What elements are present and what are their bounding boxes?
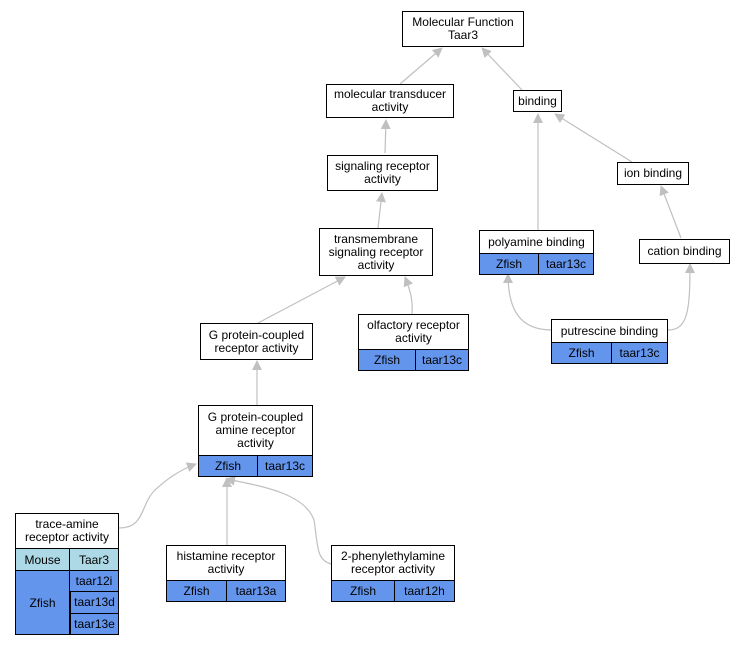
edge-trace-to-gpcamine [118, 462, 197, 529]
gene-cell: taar12i [70, 571, 118, 592]
node-histamine-receptor-activity[interactable]: histamine receptor activity Zfish taar13… [166, 545, 286, 602]
node-g-protein-coupled-amine-receptor-activity-title: G protein-coupled amine receptor activit… [207, 410, 304, 450]
node-putrescine-binding-annotation-row: Zfish taar13c [552, 342, 667, 363]
species-cell: Zfish [332, 581, 394, 601]
gene-cell: taar13e [70, 612, 118, 634]
node-histamine-receptor-activity-annotation-row: Zfish taar13a [167, 580, 285, 601]
edge-tmsra-to-sra [376, 192, 386, 229]
node-polyamine-binding[interactable]: polyamine binding Zfish taar13c [479, 230, 594, 275]
gene-list: taar12i taar13d taar13e [69, 571, 118, 634]
edge-putrescine-to-polyamine [503, 273, 553, 331]
node-cation-binding-title: cation binding [647, 244, 722, 258]
node-trace-amine-receptor-activity[interactable]: trace-amine receptor activity Mouse Taar… [15, 513, 119, 635]
species-cell: Zfish [199, 456, 257, 476]
node-binding-title: binding [518, 93, 557, 108]
edge-putrescine-to-cation [667, 263, 695, 331]
node-signaling-receptor-activity-title: signaling receptor activity [335, 159, 430, 186]
node-transmembrane-signaling-receptor-activity-title: transmembrane signaling receptor activit… [328, 231, 424, 272]
node-molecular-function-title: Molecular Function Taar3 [412, 15, 514, 42]
node-ion-binding[interactable]: ion binding [617, 162, 689, 185]
node-trace-amine-receptor-activity-title: trace-amine receptor activity [24, 517, 110, 544]
species-cell: Zfish [359, 350, 415, 370]
node-trace-amine-zfish-block: Zfish taar12i taar13d taar13e [16, 570, 118, 634]
edge-binding-to-mf [481, 47, 523, 91]
node-olfactory-receptor-activity-title: olfactory receptor activity [367, 318, 460, 345]
node-g-protein-coupled-receptor-activity[interactable]: G protein-coupled receptor activity [200, 323, 313, 360]
node-g-protein-coupled-amine-receptor-activity-annotation-row: Zfish taar13c [199, 455, 312, 476]
node-trace-amine-mouse-row: Mouse Taar3 [16, 548, 118, 570]
node-putrescine-binding-title: putrescine binding [560, 323, 659, 338]
edge-sra-to-mt [380, 119, 391, 154]
node-binding[interactable]: binding [513, 90, 562, 112]
node-polyamine-binding-title: polyamine binding [488, 234, 585, 249]
edge-cation-to-ionbinding [659, 185, 682, 239]
node-putrescine-binding[interactable]: putrescine binding Zfish taar13c [551, 319, 668, 364]
gene-cell: taar13a [226, 581, 285, 601]
species-cell: Zfish [167, 581, 226, 601]
node-2-phenylethylamine-receptor-activity-annotation-row: Zfish taar12h [332, 580, 454, 601]
edge-mt-to-mf [399, 47, 443, 85]
edge-gpcr-to-tmsra [257, 276, 346, 324]
mouse-gene-cell: Taar3 [69, 549, 118, 570]
edge-ionbinding-to-binding [554, 113, 633, 163]
gene-cell: taar13c [538, 254, 593, 274]
species-cell: Zfish [480, 254, 538, 274]
node-g-protein-coupled-receptor-activity-title: G protein-coupled receptor activity [208, 327, 305, 355]
gene-cell: taar13c [611, 343, 667, 363]
gene-cell: taar13c [415, 350, 468, 370]
node-cation-binding[interactable]: cation binding [639, 239, 730, 264]
node-g-protein-coupled-amine-receptor-activity[interactable]: G protein-coupled amine receptor activit… [198, 405, 313, 477]
node-molecular-function[interactable]: Molecular Function Taar3 [402, 11, 524, 47]
gene-cell: taar13c [257, 456, 312, 476]
node-molecular-transducer-activity[interactable]: molecular transducer activity [326, 84, 454, 118]
edge-phenyl-to-gpcamine [225, 475, 332, 565]
node-histamine-receptor-activity-title: histamine receptor activity [176, 549, 276, 576]
node-molecular-transducer-activity-title: molecular transducer activity [333, 87, 447, 114]
node-polyamine-binding-annotation-row: Zfish taar13c [480, 253, 593, 274]
node-transmembrane-signaling-receptor-activity[interactable]: transmembrane signaling receptor activit… [319, 228, 433, 276]
species-cell: Zfish [552, 343, 611, 363]
node-2-phenylethylamine-receptor-activity-title: 2-phenylethylamine receptor activity [340, 549, 446, 576]
node-olfactory-receptor-activity[interactable]: olfactory receptor activity Zfish taar13… [358, 314, 469, 371]
gene-cell: taar12h [394, 581, 454, 601]
node-signaling-receptor-activity[interactable]: signaling receptor activity [327, 155, 438, 191]
edge-olf-to-tmsra [403, 276, 413, 315]
node-olfactory-receptor-activity-annotation-row: Zfish taar13c [359, 349, 468, 370]
mouse-species-cell: Mouse [16, 549, 69, 570]
node-ion-binding-title: ion binding [623, 166, 683, 180]
node-2-phenylethylamine-receptor-activity[interactable]: 2-phenylethylamine receptor activity Zfi… [331, 545, 455, 602]
gene-cell: taar13d [70, 591, 118, 613]
species-cell: Zfish [16, 571, 69, 634]
